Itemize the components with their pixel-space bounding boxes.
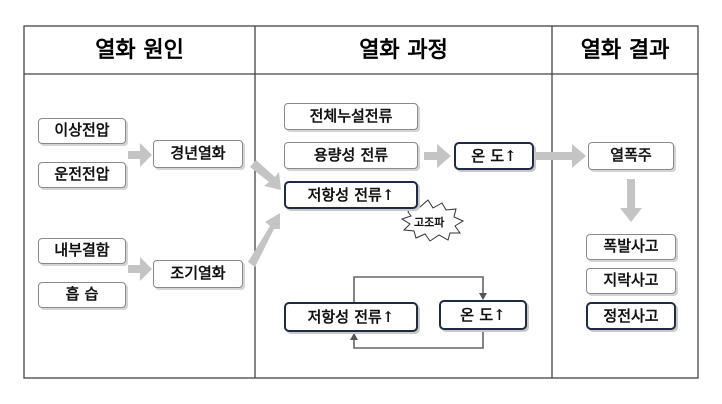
header-process: 열화 과정 [359, 37, 448, 63]
arrow-temp-to-runaway [536, 144, 586, 168]
table-frame [23, 25, 699, 379]
arrow-defect-to-early [128, 257, 152, 281]
header-results: 열화 결과 [580, 37, 670, 63]
thermal-runaway-box: 열폭주 [588, 142, 674, 170]
abnormal-voltage-box: 이상전압 [38, 118, 126, 144]
harmonics-burst [400, 199, 465, 242]
resistive-current-box: 저항성 전류↑ [284, 181, 418, 209]
capacitive-current-box: 용량성 전류 [284, 142, 418, 169]
aging-degradation-box: 경년열화 [153, 140, 243, 168]
arrow-capacitive-to-temp [424, 144, 451, 168]
harmonics-label: 고조파 [414, 216, 445, 229]
loop-resistive-current-box: 저항성 전류↑ [284, 302, 418, 332]
temperature-box: 온 도↑ [454, 142, 534, 170]
outage-box: 정전사고 [586, 302, 676, 330]
arrow-runaway-to-explosion [620, 179, 642, 222]
header-causes: 열화 원인 [95, 37, 184, 63]
loop-temperature-box: 온 도↑ [439, 300, 527, 330]
arrow-early-to-resistive [248, 213, 280, 267]
moisture-box: 흡 습 [38, 282, 126, 308]
feedback-loop [350, 276, 487, 349]
arrow-aging-to-resistive [250, 160, 281, 190]
explosion-box: 폭발사고 [586, 234, 676, 260]
arrow-voltage-to-aging [128, 143, 152, 167]
early-degradation-box: 조기열화 [153, 260, 243, 288]
total-leakage-box: 전체누설전류 [284, 103, 418, 130]
ground-fault-box: 지락사고 [586, 268, 676, 294]
internal-defect-box: 내부결함 [38, 238, 126, 264]
operating-voltage-box: 운전전압 [38, 162, 126, 188]
